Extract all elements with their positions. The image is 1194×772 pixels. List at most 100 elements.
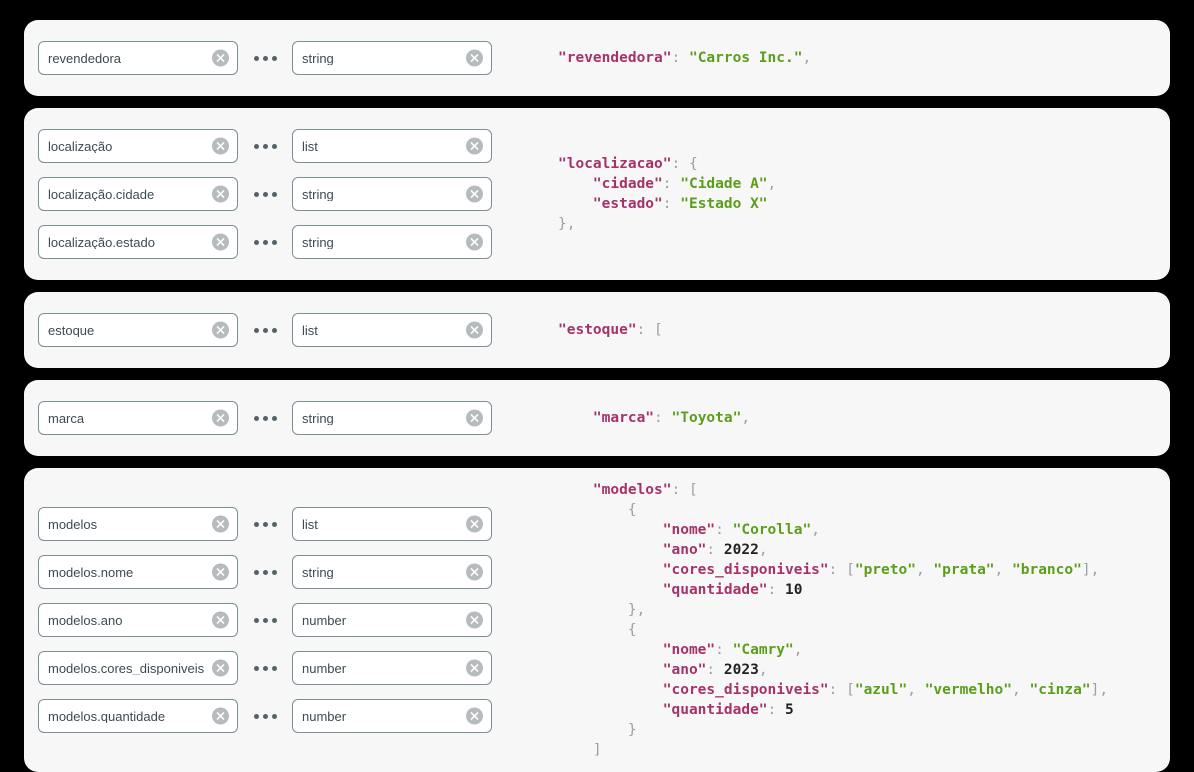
json-line: "ano": 2022, xyxy=(558,540,1154,560)
path-input-value: localização.estado xyxy=(48,235,155,249)
json-token-k: "localizacao" xyxy=(558,156,672,172)
three-dots-menu-icon[interactable] xyxy=(238,415,292,421)
clear-x-circle-icon[interactable] xyxy=(466,409,483,427)
dot xyxy=(271,617,277,623)
clear-x-circle-icon[interactable] xyxy=(212,515,229,533)
type-input[interactable]: string xyxy=(292,225,492,259)
clear-x-circle-icon[interactable] xyxy=(466,233,483,251)
field-column: marca string xyxy=(24,380,538,456)
json-token-p xyxy=(558,562,663,578)
json-code-block: "revendedora": "Carros Inc.", xyxy=(558,48,1154,68)
path-input[interactable]: modelos.nome xyxy=(38,555,238,589)
clear-x-circle-icon[interactable] xyxy=(212,611,229,629)
schema-panel-revendedora: revendedora string "revendedora": "Carros … xyxy=(24,20,1170,96)
json-token-p xyxy=(558,482,593,498)
json-token-p: , xyxy=(802,50,812,66)
type-input-value: string xyxy=(302,187,334,201)
json-code-block: "modelos": [ { "nome": "Corolla", "ano":… xyxy=(558,480,1154,760)
json-token-p: : xyxy=(767,702,785,718)
type-input[interactable]: string xyxy=(292,41,492,75)
json-line: "quantidade": 5 xyxy=(558,700,1154,720)
three-dots-menu-icon[interactable] xyxy=(238,713,292,719)
type-input[interactable]: number xyxy=(292,699,492,733)
schema-panel-modelos: modelos list modelos.nome string modelos.ano… xyxy=(24,468,1170,772)
type-input[interactable]: number xyxy=(292,651,492,685)
clear-x-circle-icon[interactable] xyxy=(212,233,229,251)
field-column: revendedora string xyxy=(24,20,538,96)
json-token-p: , xyxy=(741,410,751,426)
clear-x-circle-icon[interactable] xyxy=(466,185,483,203)
clear-x-circle-icon[interactable] xyxy=(212,49,229,67)
json-token-p: : xyxy=(654,410,672,426)
clear-x-circle-icon[interactable] xyxy=(466,49,483,67)
json-preview: "revendedora": "Carros Inc.", xyxy=(538,20,1170,96)
type-input-value: number xyxy=(302,613,347,627)
type-input[interactable]: list xyxy=(292,507,492,541)
clear-x-circle-icon[interactable] xyxy=(212,563,229,581)
dot xyxy=(271,521,277,527)
clear-x-circle-icon[interactable] xyxy=(466,137,483,155)
path-input[interactable]: localização xyxy=(38,129,238,163)
three-dots-menu-icon[interactable] xyxy=(238,569,292,575)
json-token-s: "Cidade A" xyxy=(680,176,768,192)
three-dots-menu-icon[interactable] xyxy=(238,55,292,61)
type-input[interactable]: string xyxy=(292,177,492,211)
json-token-p xyxy=(558,176,593,192)
clear-x-circle-icon[interactable] xyxy=(212,137,229,155)
clear-x-circle-icon[interactable] xyxy=(466,321,483,339)
type-input[interactable]: string xyxy=(292,401,492,435)
json-line: }, xyxy=(558,214,1154,234)
dot xyxy=(271,55,277,61)
json-line: "nome": "Corolla", xyxy=(558,520,1154,540)
path-input[interactable]: localização.cidade xyxy=(38,177,238,211)
path-input-value: revendedora xyxy=(48,51,121,65)
path-input[interactable]: modelos xyxy=(38,507,238,541)
json-token-s: "Camry" xyxy=(732,642,794,658)
clear-x-circle-icon[interactable] xyxy=(466,515,483,533)
json-line: "revendedora": "Carros Inc.", xyxy=(558,48,1154,68)
clear-x-circle-icon[interactable] xyxy=(466,563,483,581)
clear-x-circle-icon[interactable] xyxy=(212,707,229,725)
type-input[interactable]: list xyxy=(292,313,492,347)
json-token-p: }, xyxy=(558,602,646,618)
clear-x-circle-icon[interactable] xyxy=(466,659,483,677)
path-input[interactable]: modelos.quantidade xyxy=(38,699,238,733)
clear-x-circle-icon[interactable] xyxy=(212,185,229,203)
json-token-s: "azul" xyxy=(854,682,908,698)
path-input[interactable]: marca xyxy=(38,401,238,435)
three-dots-menu-icon[interactable] xyxy=(238,521,292,527)
three-dots-menu-icon[interactable] xyxy=(238,239,292,245)
json-token-s: "vermelho" xyxy=(924,682,1013,698)
dot xyxy=(271,143,277,149)
json-line: "localizacao": { xyxy=(558,154,1154,174)
path-input[interactable]: modelos.cores_disponiveis xyxy=(38,651,238,685)
three-dots-menu-icon[interactable] xyxy=(238,665,292,671)
json-token-s: "preto" xyxy=(854,562,916,578)
json-token-p: ], xyxy=(1081,562,1100,578)
three-dots-menu-icon[interactable] xyxy=(238,327,292,333)
json-code-block: "localizacao": { "cidade": "Cidade A", "… xyxy=(558,154,1154,234)
path-input[interactable]: revendedora xyxy=(38,41,238,75)
clear-x-circle-icon[interactable] xyxy=(212,659,229,677)
json-token-p xyxy=(558,642,663,658)
clear-x-circle-icon[interactable] xyxy=(466,707,483,725)
path-input[interactable]: estoque xyxy=(38,313,238,347)
path-input[interactable]: modelos.ano xyxy=(38,603,238,637)
three-dots-menu-icon[interactable] xyxy=(238,191,292,197)
dot xyxy=(253,569,259,575)
type-input[interactable]: string xyxy=(292,555,492,589)
type-input[interactable]: number xyxy=(292,603,492,637)
field-row: modelos.nome string xyxy=(38,548,538,596)
json-token-p: : xyxy=(671,50,689,66)
field-column: localização list localização.cidade string l… xyxy=(24,108,538,280)
json-token-p: , xyxy=(758,662,768,678)
json-token-p: : xyxy=(706,542,724,558)
clear-x-circle-icon[interactable] xyxy=(466,611,483,629)
dot xyxy=(262,713,268,719)
three-dots-menu-icon[interactable] xyxy=(238,143,292,149)
path-input[interactable]: localização.estado xyxy=(38,225,238,259)
type-input[interactable]: list xyxy=(292,129,492,163)
clear-x-circle-icon[interactable] xyxy=(212,321,229,339)
three-dots-menu-icon[interactable] xyxy=(238,617,292,623)
clear-x-circle-icon[interactable] xyxy=(212,409,229,427)
